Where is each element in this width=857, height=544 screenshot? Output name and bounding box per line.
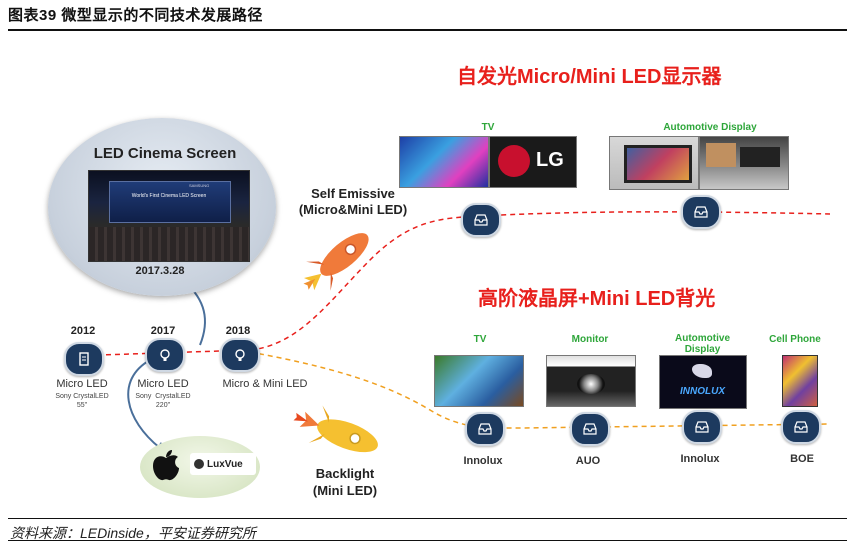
self-emissive-heading: 自发光Micro/Mini LED显示器 bbox=[457, 66, 722, 88]
se-auto-image-2 bbox=[699, 136, 789, 190]
bl-vendor-phone: BOE bbox=[790, 453, 814, 465]
bl-category-monitor: Monitor bbox=[571, 334, 609, 345]
self-emissive-path bbox=[69, 211, 831, 357]
luxvue-logo: LuxVue bbox=[190, 453, 256, 475]
cinema-screen-text: World's First Cinema LED Screen bbox=[131, 193, 207, 199]
apple-logo-icon bbox=[153, 450, 179, 481]
timeline-node-2018[interactable] bbox=[220, 338, 260, 372]
acquisition-arrow bbox=[127, 359, 161, 449]
title-rule bbox=[8, 29, 847, 31]
cinema-title: LED Cinema Screen bbox=[93, 145, 237, 162]
se-category-tv: TV bbox=[481, 122, 495, 133]
luxvue-text: LuxVue bbox=[207, 458, 243, 470]
bl-monitor-image bbox=[546, 355, 636, 407]
figure-title: 图表39 微型显示的不同技术发展路径 bbox=[8, 7, 263, 24]
se-node-automotive[interactable] bbox=[681, 195, 721, 229]
luxvue-mark-icon bbox=[194, 459, 204, 469]
bl-vendor-monitor: AUO bbox=[575, 455, 601, 467]
cinema-date: 2017.3.28 bbox=[135, 265, 185, 277]
se-category-automotive: Automotive Display bbox=[663, 122, 757, 133]
lightbulb-icon bbox=[160, 349, 170, 361]
timeline-label-2017: Micro LED bbox=[137, 378, 189, 390]
timeline-sub-2012: Sony CrystalLED 55" bbox=[55, 393, 109, 409]
source-rule bbox=[8, 518, 847, 519]
bl-tv-image bbox=[434, 355, 524, 407]
lg-brand-text: LG bbox=[536, 149, 564, 171]
cinema-screen-image: World's First Cinema LED Screen SAMSUNG bbox=[88, 170, 250, 262]
bl-category-tv: TV bbox=[473, 334, 487, 345]
timeline-node-2012[interactable] bbox=[64, 342, 104, 376]
bl-phone-image bbox=[782, 355, 818, 407]
timeline-label-2012: Micro LED bbox=[56, 378, 108, 390]
bird-icon bbox=[692, 364, 712, 378]
bl-auto-image: INNOLUX bbox=[659, 355, 747, 409]
bl-category-automotive: Automotive Display bbox=[675, 333, 730, 355]
bottom-rule bbox=[8, 540, 847, 541]
inbox-icon bbox=[694, 206, 708, 218]
timeline-sub-2017: Sony CrystalLED 220" bbox=[135, 393, 191, 409]
bl-node-monitor[interactable] bbox=[570, 412, 610, 446]
bl-vendor-automotive: Innolux bbox=[680, 453, 720, 465]
backlight-label: Backlight (Mini LED) bbox=[312, 466, 378, 498]
innolux-brand-text: INNOLUX bbox=[680, 386, 725, 397]
timeline-year-2012: 2012 bbox=[70, 325, 96, 337]
inbox-icon bbox=[695, 421, 709, 433]
se-tv-image-1 bbox=[399, 136, 489, 188]
inbox-icon bbox=[583, 423, 597, 435]
timeline-year-2018: 2018 bbox=[225, 325, 251, 337]
timeline-label-2018: Micro & Mini LED bbox=[222, 378, 308, 390]
inbox-icon bbox=[474, 214, 488, 226]
inbox-icon bbox=[478, 423, 492, 435]
bl-node-automotive[interactable] bbox=[682, 410, 722, 444]
se-auto-image-1 bbox=[609, 136, 699, 190]
se-tv-image-2: LG bbox=[489, 136, 577, 188]
inbox-icon bbox=[794, 421, 808, 433]
rocket-icon bbox=[303, 233, 369, 291]
bl-vendor-tv: Innolux bbox=[463, 455, 503, 467]
document-icon bbox=[79, 352, 89, 366]
self-emissive-label: Self Emissive (Micro&Mini LED) bbox=[298, 186, 408, 217]
timeline-year-2017: 2017 bbox=[150, 325, 176, 337]
bl-category-phone: Cell Phone bbox=[769, 334, 821, 345]
lg-logo-icon bbox=[498, 145, 530, 177]
source-note: 资料来源：LEDinside，平安证券研究所 bbox=[10, 525, 256, 541]
timeline-node-2017[interactable] bbox=[145, 338, 185, 372]
cinema-screen-brand: SAMSUNG bbox=[189, 183, 210, 188]
lightbulb-icon bbox=[235, 349, 245, 361]
bl-node-phone[interactable] bbox=[781, 410, 821, 444]
backlight-heading: 高阶液晶屏+Mini LED背光 bbox=[478, 288, 716, 310]
se-node-tv[interactable] bbox=[461, 203, 501, 237]
bl-node-tv[interactable] bbox=[465, 412, 505, 446]
backlight-rocket-icon bbox=[293, 405, 378, 453]
